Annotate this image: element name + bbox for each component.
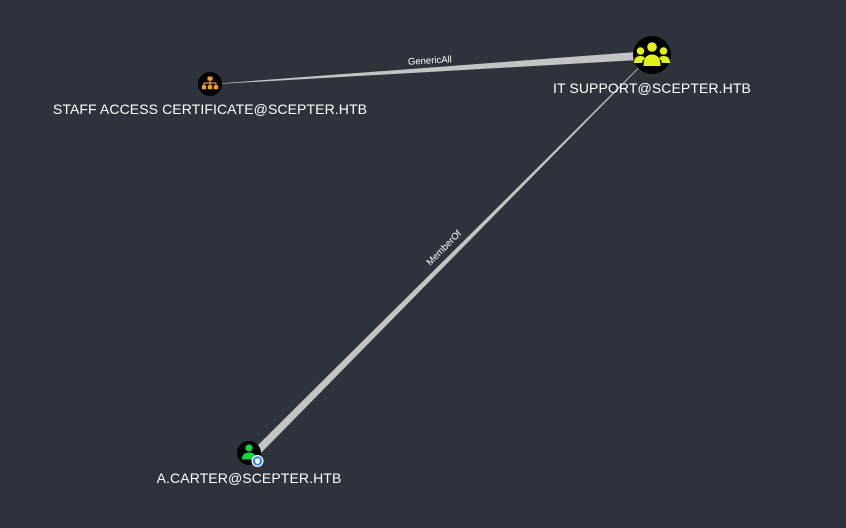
node-a-carter[interactable] xyxy=(237,441,264,467)
edge-memberof[interactable]: MemberOf xyxy=(254,66,640,454)
node-it-support[interactable] xyxy=(633,36,671,74)
owned-badge-icon xyxy=(251,455,264,467)
edge-genericall[interactable]: GenericAll xyxy=(222,52,638,84)
node-staff-access-certificate[interactable] xyxy=(198,72,222,96)
edge-label-genericall: GenericAll xyxy=(408,54,452,68)
group-icon xyxy=(634,42,670,66)
node-label-staff-access-certificate: STAFF ACCESS CERTIFICATE@SCEPTER.HTB xyxy=(52,101,368,117)
certificate-template-icon xyxy=(201,76,219,90)
node-label-it-support: IT SUPPORT@SCEPTER.HTB xyxy=(553,80,751,96)
node-label-a-carter: A.CARTER@SCEPTER.HTB xyxy=(156,470,342,486)
